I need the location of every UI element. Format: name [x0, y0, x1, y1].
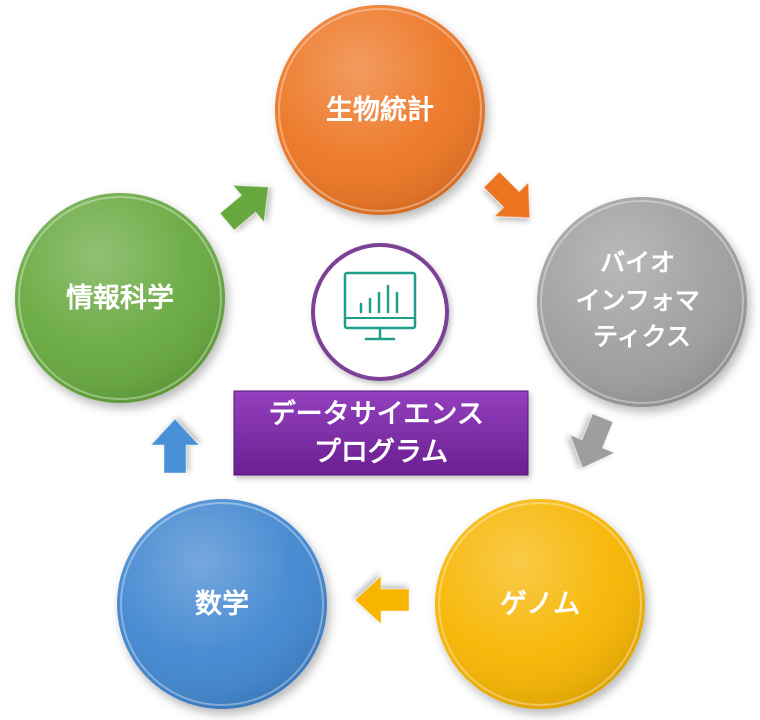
- monitor-chart-icon: [343, 271, 417, 341]
- arrow-icon: [483, 171, 531, 219]
- arrow-icon: [149, 418, 201, 474]
- arrow-icon: [219, 184, 270, 231]
- center-title-banner: データサイエンス プログラム: [233, 390, 529, 476]
- node-bioinformatics: バイオ インフォマ ティクス: [537, 197, 747, 407]
- center-emblem: [311, 243, 449, 381]
- node-mathematics: 数学: [117, 499, 327, 709]
- node-label: 生物統計: [326, 94, 434, 126]
- node-label: ゲノム: [500, 589, 580, 620]
- svg-text:生物統計: 生物統計: [326, 94, 434, 126]
- center-title-line: プログラム: [314, 436, 448, 468]
- arrow-icon: [569, 413, 616, 469]
- flow-arrows: [149, 171, 616, 626]
- svg-text:データサイエンス プログラム: データサイエンス プログラム: [269, 398, 494, 468]
- node-label-line: インフォマ: [576, 286, 700, 315]
- svg-text:情報科学: 情報科学: [66, 282, 174, 314]
- svg-text:バイオ インフォマ ティクス: バイオ インフォマ ティクス: [576, 248, 709, 351]
- node-label: 数学: [195, 588, 249, 620]
- svg-text:数学: 数学: [195, 588, 249, 620]
- svg-text:ゲノム: ゲノム: [500, 589, 580, 620]
- arrow-icon: [354, 574, 410, 626]
- node-label-line: バイオ: [600, 248, 675, 277]
- node-label: 情報科学: [66, 282, 174, 314]
- node-label-line: ティクス: [593, 322, 691, 351]
- node-genome: ゲノム: [435, 499, 645, 709]
- node-informatics: 情報科学: [15, 193, 225, 403]
- center-title-line: データサイエンス: [269, 398, 484, 430]
- node-biostatistics: 生物統計: [275, 5, 485, 215]
